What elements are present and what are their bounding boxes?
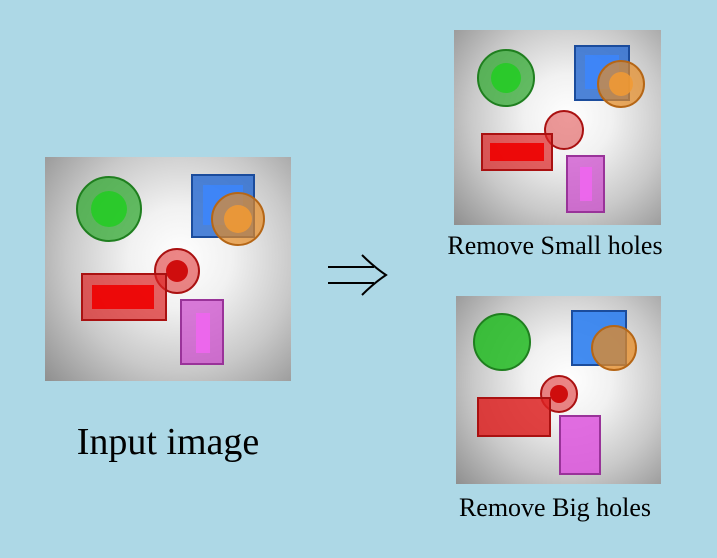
remove-small-holes-render	[477, 45, 645, 213]
red-small-sphere	[544, 110, 584, 150]
remove-small-holes-image	[454, 30, 661, 225]
input-image-caption: Input image	[76, 421, 260, 463]
input-image	[45, 157, 291, 381]
input-image-render	[76, 174, 265, 365]
orange-sphere	[591, 325, 637, 371]
remove-big-holes-render	[473, 310, 637, 475]
green-sphere	[473, 313, 531, 371]
implies-arrow-icon	[328, 254, 388, 296]
orange-sphere	[211, 192, 265, 246]
magenta-prism	[566, 155, 605, 213]
red-bar	[481, 133, 553, 171]
remove-big-holes-image	[456, 296, 661, 484]
orange-sphere	[597, 60, 645, 108]
red-bar	[81, 273, 167, 321]
red-bar	[477, 397, 551, 437]
magenta-prism	[559, 415, 601, 475]
green-sphere	[76, 176, 142, 242]
remove-big-holes-caption: Remove Big holes	[458, 493, 652, 522]
remove-small-holes-caption: Remove Small holes	[447, 231, 663, 260]
magenta-prism	[180, 299, 224, 365]
green-sphere	[477, 49, 535, 107]
